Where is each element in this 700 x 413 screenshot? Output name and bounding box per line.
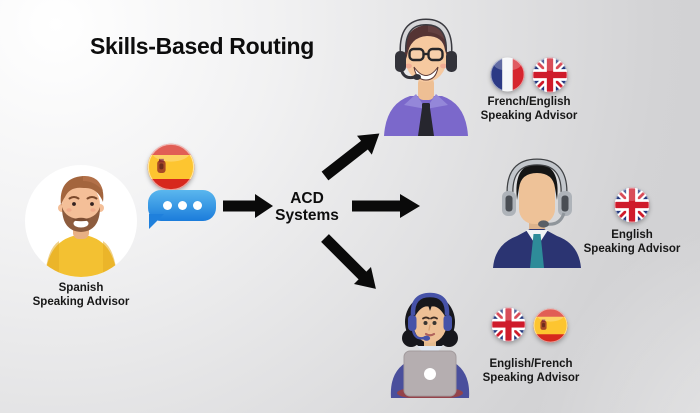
english-french-advisor-avatar (390, 292, 470, 398)
advisor3-label-line2: Speaking Advisor (482, 371, 580, 384)
spain-flag-icon (533, 308, 568, 343)
france-flag-icon (490, 57, 525, 92)
advisor3-label-line1: English/French (489, 358, 573, 370)
advisor3-head (413, 299, 447, 343)
caller-label-line1: Spanish (58, 282, 104, 294)
page-title: Skills-Based Routing (90, 33, 315, 59)
advisor2-label-line2: Speaking Advisor (583, 242, 681, 255)
advisor2-label-line1: English (611, 229, 653, 241)
uk-flag-icon (491, 307, 526, 342)
acd-line2: Systems (275, 207, 339, 224)
uk-flag-icon (532, 57, 568, 93)
caller-label: Spanish Speaking Advisor (7, 282, 155, 309)
arrow-acd-to-top-advisor (321, 133, 380, 181)
uk-flag-icon (614, 187, 650, 223)
advisor1-label-line2: Speaking Advisor (480, 109, 578, 122)
arrow-acd-to-middle-advisor (352, 194, 420, 218)
acd-line1: ACD (290, 190, 324, 207)
caller-head (58, 175, 104, 232)
advisor3-headset-icon (408, 292, 452, 341)
advisor2-headset-icon (502, 158, 572, 228)
advisor1-headset-icon (395, 18, 457, 80)
french-english-advisor-avatar (384, 18, 468, 136)
glasses-icon (408, 47, 444, 62)
advisor3-label: English/French Speaking Advisor (471, 358, 591, 385)
english-advisor-avatar (493, 158, 581, 268)
advisor1-label: French/English Speaking Advisor (469, 96, 589, 123)
chat-bubble-icon (148, 190, 216, 221)
typing-dot (177, 201, 187, 210)
typing-dot (162, 201, 172, 210)
man-yellow-sweater-illustration (45, 175, 117, 277)
advisor2-label: English Speaking Advisor (572, 229, 692, 256)
arrow-acd-to-bottom-advisor (321, 234, 376, 289)
advisor1-label-line1: French/English (487, 96, 571, 108)
spanish-advisor-avatar (25, 165, 137, 277)
advisor3-laptop (397, 350, 463, 398)
advisor1-body (384, 78, 468, 136)
acd-systems-label: ACD Systems (262, 190, 352, 224)
typing-dot (192, 201, 202, 210)
caller-label-line2: Speaking Advisor (32, 295, 130, 308)
arrow-caller-to-acd (223, 194, 273, 218)
advisor2-head (516, 164, 558, 224)
laptop-logo-icon (424, 368, 436, 380)
